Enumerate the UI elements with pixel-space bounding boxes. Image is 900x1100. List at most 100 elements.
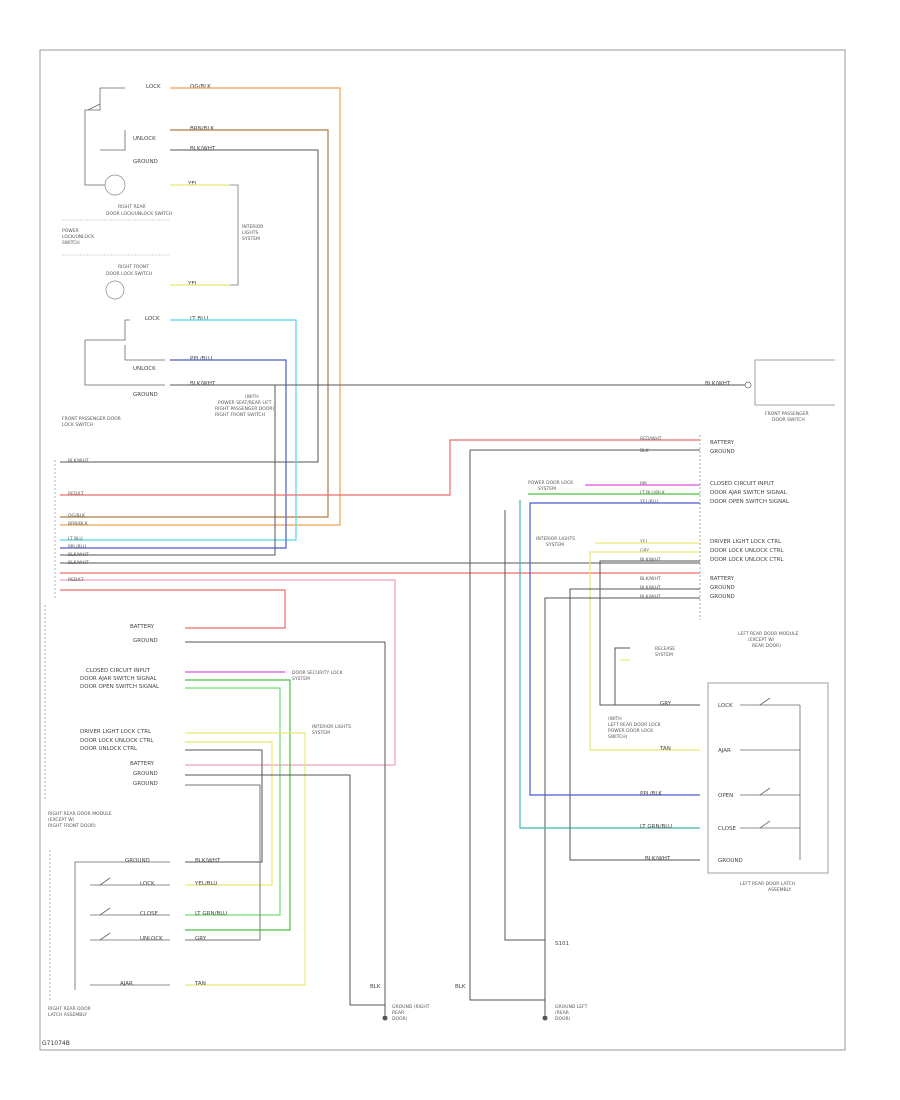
- wire-blk-wht-label: BLK/WHT: [190, 146, 216, 152]
- splice-note-3: RIGHT PASSENGER DOOR): [215, 406, 274, 412]
- wire-green-left: [185, 679, 291, 931]
- fp-pin-ground: GROUND: [133, 392, 158, 398]
- lm-pin-3: DOOR OPEN SWITCH SIGNAL: [80, 684, 160, 690]
- switch-label-1: POWER: [62, 228, 79, 234]
- rl-note-1: (WITH: [608, 716, 622, 722]
- lm-side-4: SYSTEM: [312, 730, 330, 736]
- ll-pin-ground: GROUND: [125, 858, 150, 864]
- lm-pin-7: DOOR UNLOCK CTRL: [80, 746, 138, 752]
- right-latch: LOCK AJAR OPEN CLOSE GROUND GRY TAN PPL/…: [608, 682, 829, 893]
- ground-left-icon: [542, 1015, 548, 1021]
- rl-release-1: RELEASE: [655, 646, 675, 652]
- rm-title-1: LEFT REAR DOOR MODULE: [738, 631, 798, 637]
- rl-release-2: SYSTEM: [655, 652, 673, 658]
- bundle-w1: BLK/WHT: [68, 458, 89, 464]
- left-latch: GROUND LOCK CLOSE UNLOCK AJAR BLK/WHT YE…: [48, 850, 227, 1018]
- gr-wire: BLK: [370, 984, 381, 990]
- wire-blue: [60, 359, 287, 549]
- lm-title-2: (EXCEPT W/: [48, 817, 75, 823]
- rl-pin-close: CLOSE: [718, 826, 737, 832]
- bundle-w2: RED/LT: [68, 491, 84, 497]
- ground-right-icon: [382, 1015, 388, 1021]
- switch2-title-1: RIGHT FRONT: [118, 264, 149, 270]
- rm-power-lock-2: SYSTEM: [538, 486, 556, 492]
- wire-yellow-left: [185, 732, 306, 986]
- rl-wire-ajar: TAN: [659, 746, 671, 752]
- gl-label-3: DOOR): [555, 1016, 571, 1022]
- rm-power-lock-1: POWER DOOR LOCK: [528, 480, 574, 486]
- rm-pin-12: GROUND: [710, 585, 735, 591]
- gr-label-1: GROUND (RIGHT: [392, 1004, 430, 1010]
- rm-pin-5: DOOR AJAR SWITCH SIGNAL: [710, 490, 788, 496]
- fp-pin-unlock: UNLOCK: [133, 366, 156, 372]
- right-front-module: BLK/WHT FRONT PASSENGER DOOR SWITCH: [705, 359, 835, 423]
- fp-pin-lock: LOCK: [145, 316, 160, 322]
- bundle-w9: RED/LT: [68, 577, 84, 583]
- rl-wire-open: PPL/BLK: [640, 791, 662, 797]
- rm-pin-9: DOOR LOCK UNLOCK CTRL: [710, 548, 784, 554]
- rl-note-4: SWITCH): [608, 734, 628, 740]
- switch-title-2: DOOR LOCK/UNLOCK SWITCH: [106, 211, 172, 217]
- interior-lights-line2: LIGHTS: [242, 230, 258, 236]
- interior-lights-line3: SYSTEM: [242, 236, 260, 242]
- diagram-frame: [39, 49, 846, 1051]
- lm-side-3: INTERIOR LIGHTS: [312, 724, 351, 730]
- front-passenger-switch-group: LOCK UNLOCK GROUND LT BLU PPL/BLU BLK/WH…: [62, 316, 274, 428]
- interior-lights-line1: INTERIOR: [242, 224, 263, 230]
- bundle-w3: OG/BLK: [68, 513, 86, 519]
- rm-pin-4: CLOSED CIRCUIT INPUT: [710, 481, 775, 487]
- bundle-w8: BLK/WHT: [68, 560, 89, 566]
- rm-pin-8: DRIVER LIGHT LOCK CTRL: [710, 539, 782, 545]
- rm-wire-10: BLK/WHT: [640, 557, 661, 563]
- center-wire-blk: BLK: [455, 984, 466, 990]
- rm-pin-13: GROUND: [710, 594, 735, 600]
- lm-pin-1: CLOSED CIRCUIT INPUT: [86, 668, 151, 674]
- wire-brn-blk-label: BRN/BLK: [190, 126, 214, 132]
- splice-note-1: (WITH: [245, 394, 259, 400]
- rm-wire-6: YEL/BLU: [639, 499, 658, 505]
- splice-note-4: RIGHT FRONT SWITCH: [215, 412, 265, 418]
- ll-pin-ajar: AJAR: [120, 981, 133, 987]
- switch2-title-2: DOOR LOCK SWITCH: [106, 271, 152, 277]
- ll-wire-lock: YEL/BLU: [194, 881, 217, 887]
- lm-pin-8: BATTERY: [130, 761, 155, 767]
- bundle-w4: BRN/BLK: [68, 521, 89, 527]
- rm-wire-9: GRY: [640, 548, 649, 554]
- ground-left: GROUND LEFT (REAR DOOR): [542, 1004, 588, 1022]
- wire-red-top: [60, 439, 700, 496]
- right-module: BATTERY GROUND CLOSED CIRCUIT INPUT DOOR…: [528, 435, 798, 649]
- bundle-w7: BLK/WHT: [68, 552, 89, 558]
- wire-yel-label-1: YEL: [187, 181, 199, 187]
- fp-name-2: LOCK SWITCH: [62, 422, 93, 428]
- rf-module-title-2: DOOR SWITCH: [772, 417, 805, 423]
- ll-pin-unlock: UNLOCK: [140, 936, 163, 942]
- wire-orange: [60, 87, 341, 526]
- rm-interior-1: INTERIOR LIGHTS: [536, 536, 575, 542]
- rl-title-1: LEFT REAR DOOR LATCH: [740, 881, 795, 887]
- ll-title-1: RIGHT REAR DOOR: [48, 1006, 91, 1012]
- lm-pin-5: DRIVER LIGHT LOCK CTRL: [80, 729, 152, 735]
- rl-wire-lock: GRY: [660, 701, 672, 707]
- switch-label-2: LOCK/UNLOCK: [62, 234, 95, 240]
- center-s1: S101: [555, 941, 569, 947]
- lm-title-1: RIGHT REAR DOOR MODULE: [48, 811, 112, 817]
- rl-note-3: POWER DOOR LOCK: [608, 728, 654, 734]
- ll-title-2: LATCH ASSEMBLY: [48, 1012, 87, 1018]
- rm-wire-8: YEL: [639, 539, 649, 545]
- rm-title-2: (EXCEPT W/: [748, 637, 775, 643]
- rm-pin-6: DOOR OPEN SWITCH SIGNAL: [710, 499, 790, 505]
- footer-code: G71074B: [42, 1040, 70, 1047]
- lm-pin-2: DOOR AJAR SWITCH SIGNAL: [80, 676, 158, 682]
- switch-label-3: SWITCH: [62, 240, 80, 246]
- left-module: BATTERY GROUND CLOSED CIRCUIT INPUT DOOR…: [44, 605, 351, 829]
- wire-blue-right: [529, 502, 700, 796]
- wire-brown: [60, 129, 329, 518]
- rl-wire-ground: BLK/WHT: [645, 856, 671, 862]
- rm-pin-11: BATTERY: [710, 576, 735, 582]
- lm-side-2: SYSTEM: [292, 676, 310, 682]
- lm-battery: BATTERY: [130, 624, 155, 630]
- wire-yellow-right: [589, 551, 700, 751]
- ll-wire-ground: BLK/WHT: [195, 858, 221, 864]
- bundle-w5: LT BLU: [68, 536, 83, 542]
- rm-pin-2: GROUND: [710, 449, 735, 455]
